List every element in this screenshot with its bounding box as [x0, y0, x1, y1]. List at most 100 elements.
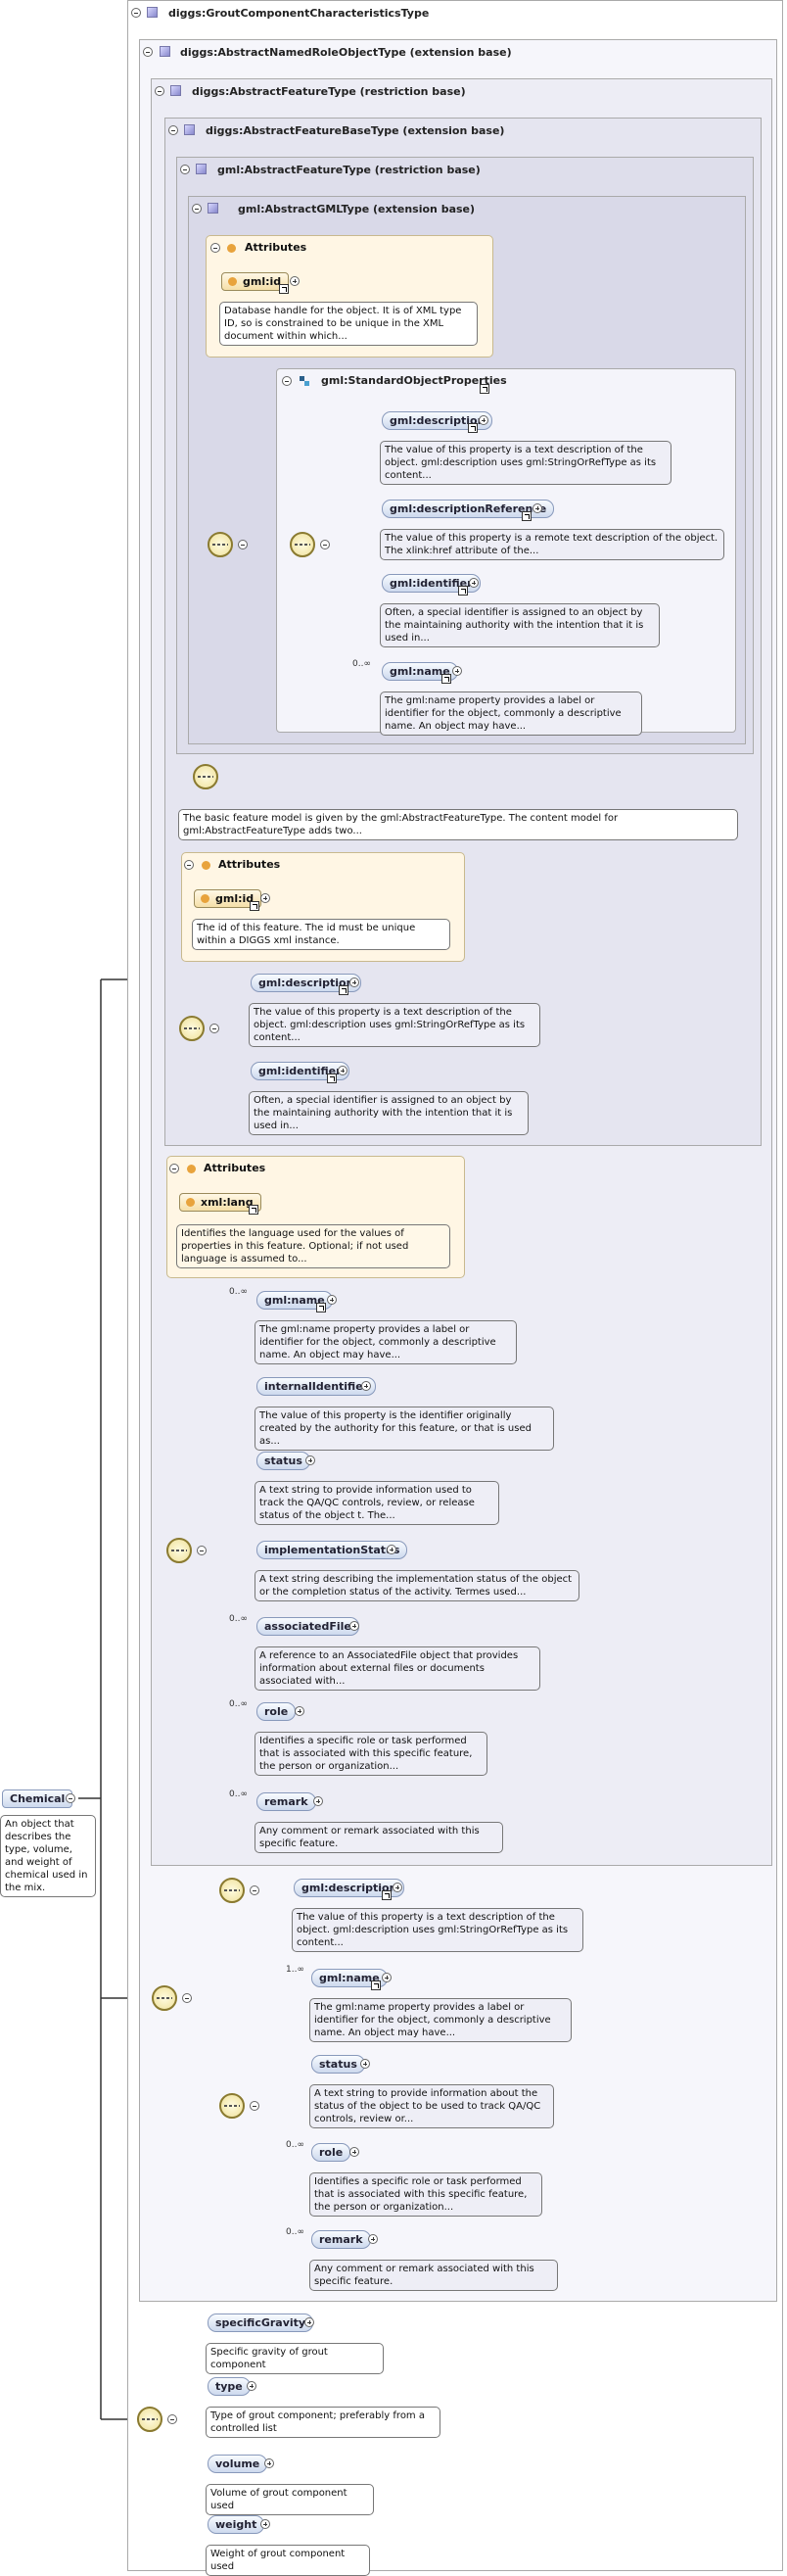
- element-remark[interactable]: remark: [311, 2230, 371, 2249]
- expand-icon[interactable]: [349, 2147, 359, 2157]
- expand-icon[interactable]: [264, 2458, 274, 2468]
- attribute-gml-id[interactable]: gml:id: [221, 272, 290, 291]
- expand-icon[interactable]: [295, 1706, 304, 1716]
- collapse-toggle-icon[interactable]: [209, 1024, 219, 1033]
- collapse-toggle-icon[interactable]: [168, 125, 178, 135]
- reference-arrow-icon[interactable]: [468, 423, 478, 433]
- element-gml-description[interactable]: gml:description: [251, 974, 362, 992]
- expand-icon[interactable]: [290, 276, 300, 286]
- element-type[interactable]: type: [208, 2377, 251, 2396]
- element-role[interactable]: role: [256, 1702, 297, 1721]
- element-gml-name[interactable]: gml:name: [311, 1969, 388, 1987]
- collapse-toggle-icon[interactable]: [169, 1164, 179, 1173]
- element-remark[interactable]: remark: [256, 1792, 316, 1811]
- expand-icon[interactable]: [313, 1796, 323, 1806]
- element-implementationstatus[interactable]: implementationStatus: [256, 1541, 408, 1559]
- element-gml-descriptionreference[interactable]: gml:descriptionReference: [382, 500, 555, 518]
- reference-arrow-icon[interactable]: [339, 985, 348, 995]
- reference-arrow-icon[interactable]: [249, 1205, 258, 1215]
- expand-icon[interactable]: [338, 1066, 347, 1075]
- element-volume[interactable]: volume: [208, 2455, 268, 2473]
- element-gml-name[interactable]: gml:name: [382, 662, 458, 681]
- expand-icon[interactable]: [393, 1883, 402, 1892]
- collapse-toggle-icon[interactable]: [66, 1793, 75, 1803]
- element-specificgravity[interactable]: specificGravity: [208, 2314, 314, 2332]
- expand-icon[interactable]: [305, 1455, 315, 1465]
- reference-arrow-icon[interactable]: [382, 1890, 392, 1900]
- element-gml-identifier[interactable]: gml:identifier: [382, 574, 481, 593]
- sequence-icon: [193, 764, 218, 789]
- cardinality-label: 0..∞: [229, 1287, 248, 1297]
- collapse-toggle-icon[interactable]: [250, 2101, 259, 2111]
- named-role-type-title: diggs:AbstractNamedRoleObjectType (exten…: [180, 46, 512, 59]
- reference-arrow-icon[interactable]: [458, 586, 468, 596]
- reference-arrow-icon[interactable]: [250, 901, 259, 911]
- collapse-toggle-icon[interactable]: [143, 47, 153, 57]
- element-role[interactable]: role: [311, 2143, 351, 2162]
- collapse-toggle-icon[interactable]: [184, 860, 194, 870]
- base-description-description: The value of this property is a text des…: [249, 1003, 540, 1047]
- group-icon: [300, 376, 309, 386]
- expand-icon[interactable]: [469, 578, 479, 588]
- collapse-toggle-icon[interactable]: [282, 376, 292, 386]
- sequence-icon: [137, 2407, 162, 2432]
- complex-type-icon: [147, 7, 158, 18]
- element-associatedfile[interactable]: associatedFile: [256, 1617, 359, 1636]
- root-description: An object that describes the type, volum…: [0, 1815, 96, 1897]
- element-gml-description[interactable]: gml:description: [382, 411, 493, 430]
- expand-icon[interactable]: [260, 893, 270, 903]
- reference-arrow-icon[interactable]: [441, 674, 451, 684]
- attributes-icon: [187, 1165, 196, 1173]
- collapse-toggle-icon[interactable]: [197, 1546, 207, 1555]
- collapse-toggle-icon[interactable]: [180, 165, 190, 174]
- feature-name-description: The gml:name property provides a label o…: [255, 1320, 517, 1364]
- collapse-toggle-icon[interactable]: [131, 8, 141, 18]
- root-element-chemical[interactable]: Chemical: [2, 1789, 73, 1808]
- reference-arrow-icon[interactable]: [522, 511, 532, 521]
- element-gml-name[interactable]: gml:name: [256, 1291, 333, 1310]
- collapse-toggle-icon[interactable]: [182, 1993, 192, 2003]
- attribute-gml-id[interactable]: gml:id: [194, 889, 262, 908]
- element-status[interactable]: status: [311, 2055, 365, 2074]
- collapse-toggle-icon[interactable]: [167, 2414, 177, 2424]
- expand-icon[interactable]: [452, 666, 462, 676]
- expand-icon[interactable]: [260, 2519, 270, 2529]
- gml-feature-type-title: gml:AbstractFeatureType (restriction bas…: [217, 164, 481, 176]
- cardinality-label: 0..∞: [229, 1614, 248, 1624]
- element-weight[interactable]: weight: [208, 2515, 265, 2534]
- expand-icon[interactable]: [532, 503, 542, 513]
- collapse-toggle-icon[interactable]: [250, 1885, 259, 1895]
- collapse-toggle-icon[interactable]: [155, 86, 164, 96]
- expand-icon[interactable]: [479, 415, 488, 425]
- expand-icon[interactable]: [360, 2059, 370, 2069]
- element-internalidentifier[interactable]: internalIdentifier: [256, 1377, 377, 1396]
- expand-icon[interactable]: [382, 1973, 392, 1982]
- expand-icon[interactable]: [304, 2317, 314, 2327]
- cardinality-label: 0..∞: [229, 1789, 248, 1799]
- element-gml-identifier[interactable]: gml:identifier: [251, 1062, 349, 1080]
- reference-arrow-icon[interactable]: [480, 384, 489, 394]
- gml-type-title: gml:AbstractGMLType (extension base): [238, 203, 476, 215]
- expand-icon[interactable]: [327, 1295, 337, 1305]
- sequence-icon: [166, 1538, 192, 1563]
- attribute-xml-lang[interactable]: xml:lang: [179, 1193, 261, 1212]
- collapse-toggle-icon[interactable]: [238, 540, 248, 549]
- reference-arrow-icon[interactable]: [327, 1073, 337, 1083]
- cardinality-label: 0..∞: [229, 1699, 248, 1709]
- expand-icon[interactable]: [349, 1621, 359, 1631]
- expand-icon[interactable]: [349, 978, 359, 987]
- expand-icon[interactable]: [387, 1545, 396, 1554]
- expand-icon[interactable]: [368, 2234, 378, 2244]
- element-status[interactable]: status: [256, 1452, 310, 1470]
- feature-base-type-title: diggs:AbstractFeatureBaseType (extension…: [206, 124, 505, 137]
- expand-icon[interactable]: [361, 1381, 371, 1391]
- reference-arrow-icon[interactable]: [316, 1303, 326, 1312]
- sequence-icon: [179, 1016, 205, 1041]
- reference-arrow-icon[interactable]: [279, 284, 289, 294]
- element-gml-description[interactable]: gml:description: [294, 1879, 405, 1897]
- collapse-toggle-icon[interactable]: [192, 204, 202, 214]
- reference-arrow-icon[interactable]: [371, 1980, 381, 1990]
- collapse-toggle-icon[interactable]: [320, 540, 330, 549]
- collapse-toggle-icon[interactable]: [210, 243, 220, 253]
- expand-icon[interactable]: [247, 2381, 256, 2391]
